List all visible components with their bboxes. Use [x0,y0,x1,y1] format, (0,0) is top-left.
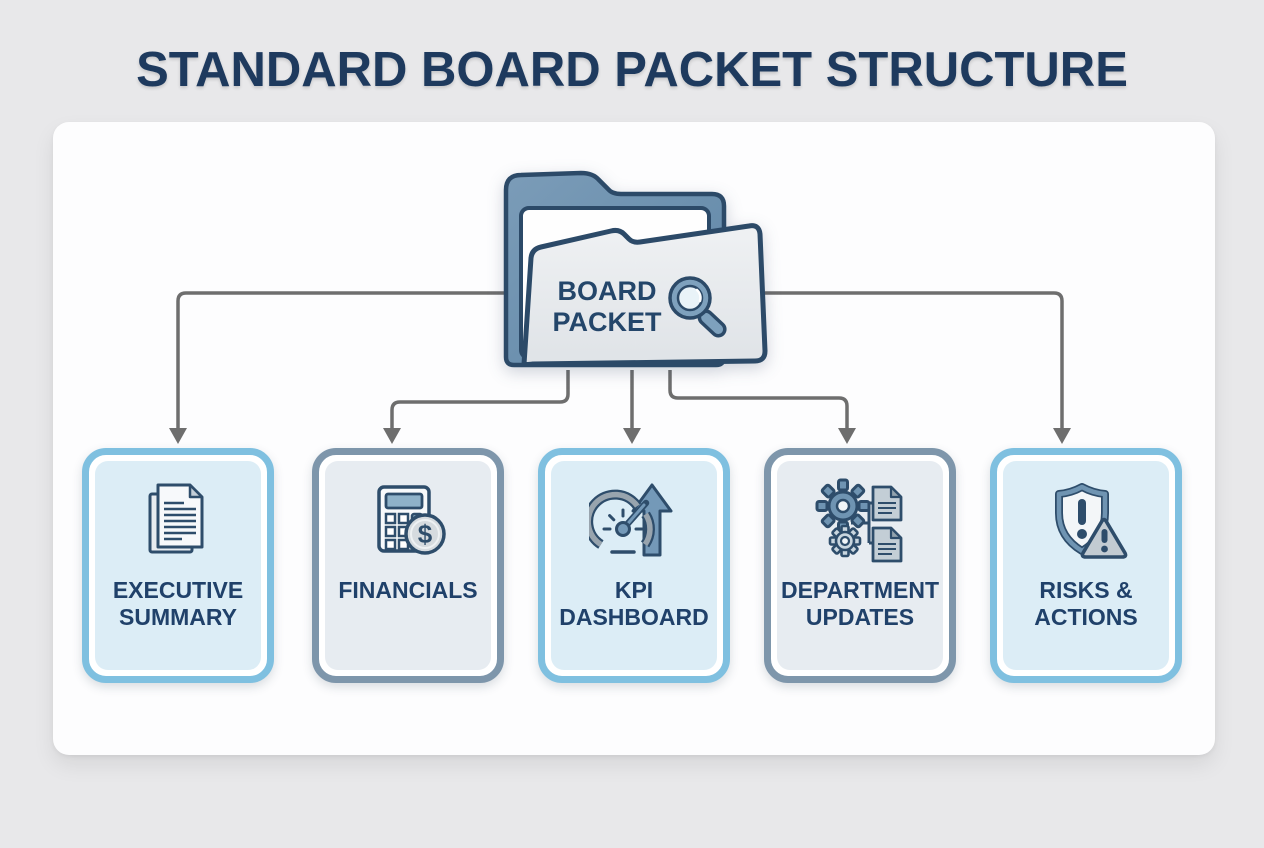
card-inner: $ FINANCIALS [325,461,491,670]
label-line2: SUMMARY [119,604,237,631]
connector-arrows [169,291,1071,444]
folder-front-flap [521,223,768,367]
section-label: EXECUTIVE SUMMARY [113,577,243,631]
documents-icon [133,473,223,573]
section-card-financials: $ FINANCIALS [312,448,504,683]
label-line2: ACTIONS [1034,604,1138,631]
section-card-executive-summary: EXECUTIVE SUMMARY [82,448,274,683]
section-card-risks-actions: RISKS & ACTIONS [990,448,1182,683]
section-label: RISKS & ACTIONS [1034,577,1138,631]
svg-text:$: $ [418,519,433,549]
label-line1: FINANCIALS [338,577,478,603]
card-inner: DEPARTMENT UPDATES [777,461,943,670]
magnifier-icon [668,276,727,338]
label-line1: RISKS & [1039,577,1133,603]
page-title: STANDARD BOARD PACKET STRUCTURE [136,43,1128,97]
shield-warning-icon [1041,473,1131,573]
card-inner: RISKS & ACTIONS [1003,461,1169,670]
connector-lines [176,291,1064,429]
label-line2: UPDATES [805,604,915,631]
card-inner: KPI DASHBOARD [551,461,717,670]
label-line1: KPI [614,577,654,603]
section-label: FINANCIALS [338,577,477,604]
folder-label-line1: BOARD [558,276,657,306]
diagram-panel: BOARD PACKET [53,122,1215,755]
arrowhead-icons [169,428,1071,444]
section-card-department-updates: DEPARTMENT UPDATES [764,448,956,683]
board-packet-folder-icon: BOARD PACKET [503,170,768,368]
section-card-kpi-dashboard: KPI DASHBOARD [538,448,730,683]
section-label: DEPARTMENT UPDATES [781,577,939,631]
folder-label-line2: PACKET [552,307,662,337]
label-line2: DASHBOARD [559,604,709,631]
card-inner: EXECUTIVE SUMMARY [95,461,261,670]
label-line1: EXECUTIVE [112,577,244,603]
calculator-dollar-icon: $ [363,473,453,573]
label-line1: DEPARTMENT [780,577,939,603]
gears-documents-icon [815,473,905,573]
section-label: KPI DASHBOARD [559,577,709,631]
gauge-arrow-icon [589,473,679,573]
